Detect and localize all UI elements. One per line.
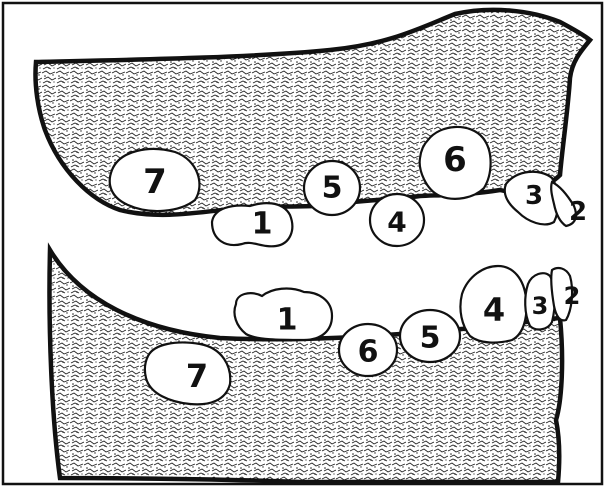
lower-tooth-1: 1 (234, 289, 332, 340)
lower-tooth-4-label: 4 (483, 291, 505, 329)
lower-tooth-7-label: 7 (186, 357, 208, 395)
lower-tooth-5: 5 (400, 310, 460, 362)
upper-tooth-3-label: 3 (525, 181, 543, 211)
upper-tooth-6-label: 6 (443, 140, 467, 180)
upper-tooth-5: 5 (304, 161, 360, 215)
upper-tooth-1-label: 1 (252, 207, 273, 242)
lower-tooth-4: 4 (460, 266, 526, 343)
lower-tooth-6: 6 (339, 324, 397, 376)
lower-tooth-5-label: 5 (420, 321, 441, 356)
upper-tooth-7-label: 7 (143, 162, 167, 202)
lower-tooth-2: 2 (551, 268, 580, 320)
lower-tooth-6-label: 6 (358, 335, 379, 370)
upper-tooth-7: 7 (110, 149, 200, 211)
upper-tooth-4-label: 4 (387, 206, 406, 239)
upper-tooth-6: 6 (420, 127, 491, 199)
lower-tooth-1-label: 1 (277, 303, 298, 338)
upper-tooth-3: 3 (505, 172, 559, 225)
upper-tooth-1: 1 (212, 203, 292, 246)
upper-tooth-2: 2 (551, 182, 587, 227)
upper-tooth-4: 4 (370, 194, 424, 246)
lower-tooth-2-label: 2 (564, 282, 581, 310)
upper-tooth-5-label: 5 (322, 171, 343, 206)
upper-tooth-2-label: 2 (569, 197, 587, 227)
lower-tooth-3-label: 3 (532, 292, 549, 320)
